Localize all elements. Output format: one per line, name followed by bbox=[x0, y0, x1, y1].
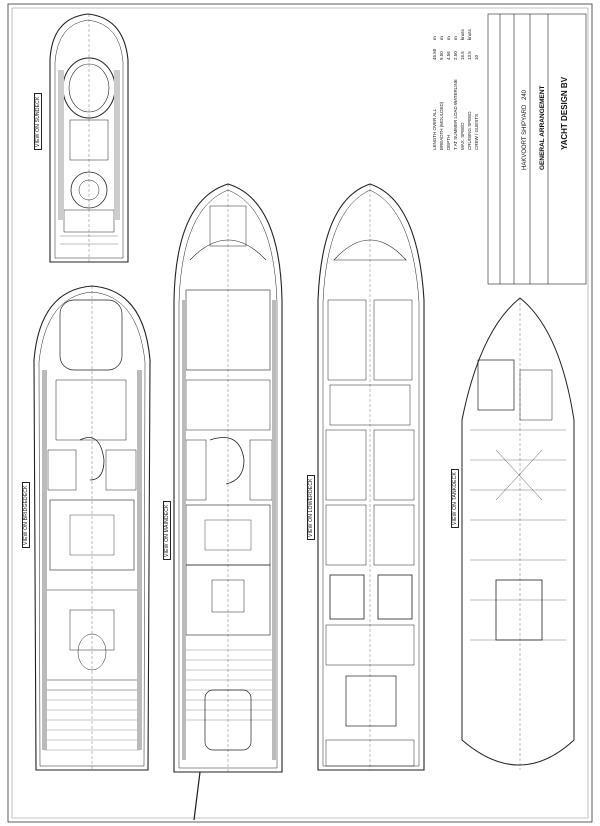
hull-number: 240 bbox=[522, 89, 528, 100]
particular-unit: m bbox=[432, 36, 437, 40]
particular-value: 10 bbox=[474, 54, 479, 60]
sundeck-plan bbox=[49, 13, 129, 263]
particular-value: 16.5 bbox=[460, 51, 465, 60]
drawing-title: GENERAL ARRANGEMENT bbox=[539, 85, 546, 170]
particular-label: CRUISING SPEED bbox=[467, 111, 472, 150]
tankdeck-plan bbox=[461, 297, 575, 770]
particular-label: T AT SUMMER LOAD WATERLINE bbox=[453, 79, 458, 150]
view-label-maindeck: VIEW ON MAINDECK bbox=[163, 501, 171, 560]
view-label-bridgedeck: VIEW ON BRIDGEDECK bbox=[22, 482, 30, 548]
particular-label: BREADTH (MOULDED) bbox=[439, 101, 444, 150]
maindeck-plan bbox=[173, 183, 283, 821]
sheet-border bbox=[7, 3, 593, 823]
particular-unit: m bbox=[439, 36, 444, 40]
view-label-lowerdeck: VIEW ON LOWERDECK bbox=[307, 475, 315, 540]
particular-unit: m bbox=[446, 36, 451, 40]
particular-label: LENGTH OVER ALL bbox=[432, 108, 437, 150]
particular-label: MAX. SPEED bbox=[460, 122, 465, 150]
particular-value: 13.5 bbox=[467, 51, 472, 60]
particular-value: 2.50 bbox=[453, 51, 458, 60]
view-label-sundeck: VIEW ON SUNDECK bbox=[34, 93, 42, 150]
particular-unit: knots bbox=[467, 29, 472, 40]
title-block-frame bbox=[487, 13, 587, 285]
particular-value: 4.56 bbox=[446, 51, 451, 60]
company-name: YACHT DESIGN BV bbox=[560, 76, 569, 150]
particular-label: DEPTH bbox=[446, 134, 451, 150]
view-label-tankdeck: VIEW ON TANKDECK bbox=[451, 468, 459, 528]
particular-value: 45.50 bbox=[432, 48, 437, 60]
particular-value: 9.50 bbox=[439, 51, 444, 60]
lowerdeck-plan bbox=[317, 183, 425, 771]
particular-unit: knots bbox=[460, 29, 465, 40]
bridgedeck-plan bbox=[33, 285, 151, 771]
yard-name: HAKVOORT SHIPYARD bbox=[522, 104, 528, 170]
particular-unit: m bbox=[453, 36, 458, 40]
particular-label: CREW / GUESTS bbox=[474, 113, 479, 150]
